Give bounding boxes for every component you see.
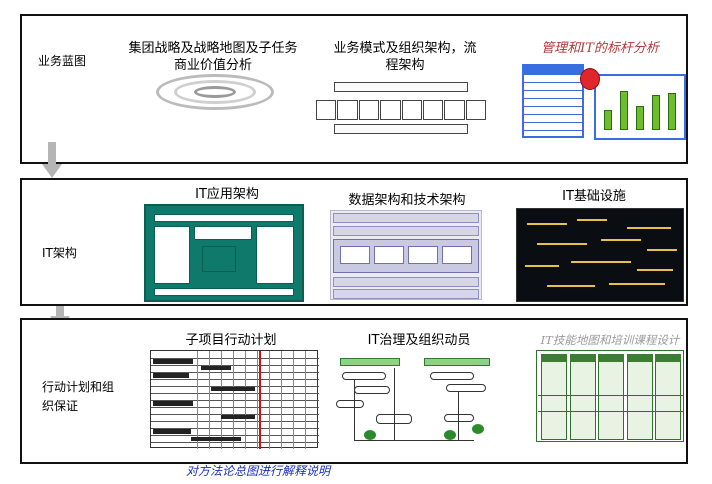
gantt-task-bar xyxy=(211,387,255,391)
network-link xyxy=(609,283,665,285)
title-subproject-plan: 子项目行动计划 xyxy=(185,333,277,348)
skill-row-divider xyxy=(538,411,684,412)
gantt-row-line xyxy=(151,442,319,443)
gantt-col-line xyxy=(281,351,282,449)
gantt-col-line xyxy=(245,351,246,449)
title-skill-map: IT技能地图和培训课程设计 xyxy=(540,333,680,347)
gantt-row-line xyxy=(151,421,319,422)
gantt-row-line xyxy=(151,400,319,401)
network-link xyxy=(547,285,595,287)
gantt-task-bar xyxy=(201,366,231,370)
bar-2 xyxy=(620,91,628,130)
gantt-col-line xyxy=(269,351,270,449)
gantt-today-line xyxy=(259,351,261,449)
gantt-row-line xyxy=(151,428,319,429)
network-link xyxy=(571,261,631,263)
skill-column-header xyxy=(598,354,624,362)
gantt-col-line xyxy=(209,351,210,449)
skill-column-header xyxy=(626,354,653,362)
title-strategy-analysis: 集团战略及战略地图及子任务商业价值分析 xyxy=(128,41,298,73)
gantt-col-line xyxy=(221,351,222,449)
section-label-it-architecture: IT架构 xyxy=(42,246,77,260)
gantt-row-line xyxy=(151,379,319,380)
bar-5 xyxy=(668,93,676,130)
skill-column-header xyxy=(541,354,567,362)
gantt-col-line xyxy=(233,351,234,449)
title-it-infrastructure: IT基础设施 xyxy=(562,189,626,204)
benchmark-table-thumbnail xyxy=(522,64,584,138)
network-link xyxy=(537,243,587,245)
gantt-row-line xyxy=(151,435,319,436)
benchmark-bar-chart xyxy=(594,74,686,140)
network-link xyxy=(527,223,567,225)
title-benchmark: 管理和IT的标杆分析 xyxy=(541,41,659,56)
skill-row-divider xyxy=(538,395,684,396)
gantt-col-line xyxy=(293,351,294,449)
gantt-row-line xyxy=(151,386,319,387)
skill-map-thumbnail xyxy=(536,350,684,442)
gantt-task-bar xyxy=(153,401,193,406)
section-label-business-blueprint: 业务蓝图 xyxy=(38,54,87,68)
gantt-task-bar xyxy=(221,415,255,419)
footer-caption: 对方法论总图进行解释说明 xyxy=(186,464,331,478)
gantt-task-bar xyxy=(153,429,191,434)
title-business-model: 业务模式及组织架构，流程架构 xyxy=(333,41,477,73)
gantt-task-bar xyxy=(153,359,193,364)
skill-column-header xyxy=(655,354,681,362)
data-architecture-thumbnail xyxy=(330,210,482,300)
skill-column xyxy=(569,354,596,440)
red-star-badge-icon xyxy=(580,68,600,90)
gantt-row-line xyxy=(151,372,319,373)
network-link xyxy=(637,269,673,271)
network-link xyxy=(647,249,677,251)
gantt-chart-thumbnail xyxy=(150,350,319,449)
network-link xyxy=(627,227,671,229)
skill-column xyxy=(655,354,681,440)
skill-column-header xyxy=(569,354,596,362)
gantt-row-line xyxy=(151,365,319,366)
network-link xyxy=(577,219,607,221)
business-model-thumbnail xyxy=(316,80,486,138)
skill-column xyxy=(541,354,567,440)
network-link xyxy=(525,265,559,267)
bar-1 xyxy=(604,110,612,130)
governance-diagram-thumbnail xyxy=(334,354,494,448)
strategy-map-thumbnail xyxy=(150,60,280,120)
skill-column xyxy=(598,354,624,440)
gantt-col-line xyxy=(257,351,258,449)
gantt-row-line xyxy=(151,414,319,415)
gantt-col-line xyxy=(305,351,306,449)
skill-column xyxy=(626,354,653,440)
application-architecture-thumbnail xyxy=(144,204,304,302)
gantt-row-line xyxy=(151,393,319,394)
it-infrastructure-thumbnail xyxy=(516,208,684,302)
gantt-row-line xyxy=(151,358,319,359)
section-label-action-plan: 行动计划和组织保证 xyxy=(42,380,115,413)
gantt-task-bar xyxy=(191,437,241,441)
bar-3 xyxy=(636,106,644,130)
title-data-tech-architecture: 数据架构和技术架构 xyxy=(348,193,466,208)
title-it-governance: IT治理及组织动员 xyxy=(367,333,471,348)
gantt-row-line xyxy=(151,407,319,408)
network-link xyxy=(601,239,641,241)
bar-4 xyxy=(652,95,660,130)
gantt-col-line xyxy=(197,351,198,449)
gantt-task-bar xyxy=(153,373,189,378)
arrow-down-icon xyxy=(42,142,62,178)
title-application-architecture: IT应用架构 xyxy=(195,187,259,202)
